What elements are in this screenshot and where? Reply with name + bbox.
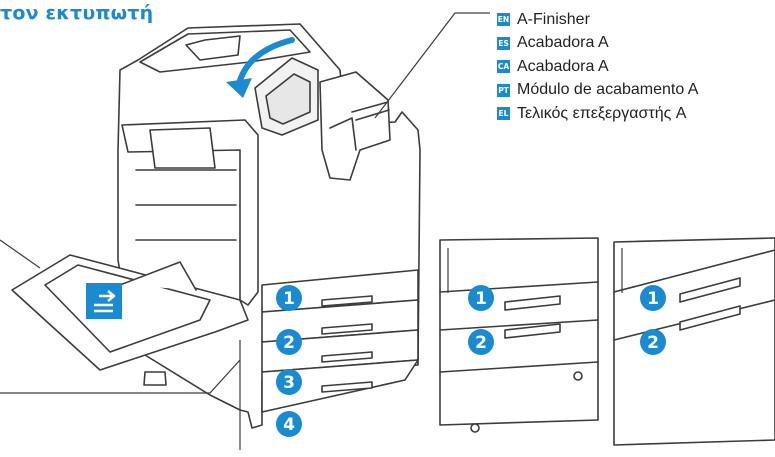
svg-text:2: 2 bbox=[283, 333, 295, 353]
finisher-legend: EN A-Finisher ES Acabadora A CA Acabador… bbox=[497, 8, 698, 126]
tray-module-right bbox=[613, 237, 775, 446]
tray-badge-right-2: 2 bbox=[640, 329, 666, 355]
tray-badge-main-2: 2 bbox=[276, 329, 302, 355]
tray-badge-right-1: 1 bbox=[640, 285, 666, 311]
paper-feed-icon bbox=[86, 283, 122, 319]
language-badge: CA bbox=[497, 60, 510, 74]
legend-label: Acabadora A bbox=[517, 57, 609, 75]
tray-badge-middle-1: 1 bbox=[468, 285, 494, 311]
svg-text:2: 2 bbox=[647, 333, 659, 353]
legend-label: Módulo de acabamento A bbox=[517, 81, 699, 99]
legend-item-es: ES Acabadora A bbox=[497, 32, 698, 56]
legend-item-ca: CA Acabadora A bbox=[497, 55, 698, 79]
language-badge: PT bbox=[497, 83, 510, 97]
legend-item-pt: PT Módulo de acabamento A bbox=[497, 79, 698, 103]
svg-text:1: 1 bbox=[647, 289, 659, 309]
svg-text:4: 4 bbox=[283, 415, 295, 435]
tray-badge-main-1: 1 bbox=[276, 285, 302, 311]
language-badge: ES bbox=[497, 36, 510, 50]
legend-item-en: EN A-Finisher bbox=[497, 8, 698, 32]
svg-text:1: 1 bbox=[283, 289, 295, 309]
legend-label: Acabadora A bbox=[517, 34, 609, 52]
svg-text:2: 2 bbox=[475, 333, 487, 353]
legend-label: Τελικός επεξεργαστής A bbox=[517, 104, 687, 122]
svg-text:1: 1 bbox=[475, 289, 487, 309]
tray-badge-main-3: 3 bbox=[276, 369, 302, 395]
language-badge: EN bbox=[497, 13, 510, 27]
legend-item-el: EL Τελικός επεξεργαστής A bbox=[497, 102, 698, 126]
tray-badge-main-4: 4 bbox=[276, 411, 302, 437]
finisher-unit bbox=[319, 71, 391, 181]
svg-text:3: 3 bbox=[283, 373, 295, 393]
legend-label: A-Finisher bbox=[517, 10, 590, 28]
section-heading: τον εκτυπωτή bbox=[0, 2, 154, 24]
language-badge: EL bbox=[497, 107, 510, 121]
tray-badge-middle-2: 2 bbox=[468, 329, 494, 355]
